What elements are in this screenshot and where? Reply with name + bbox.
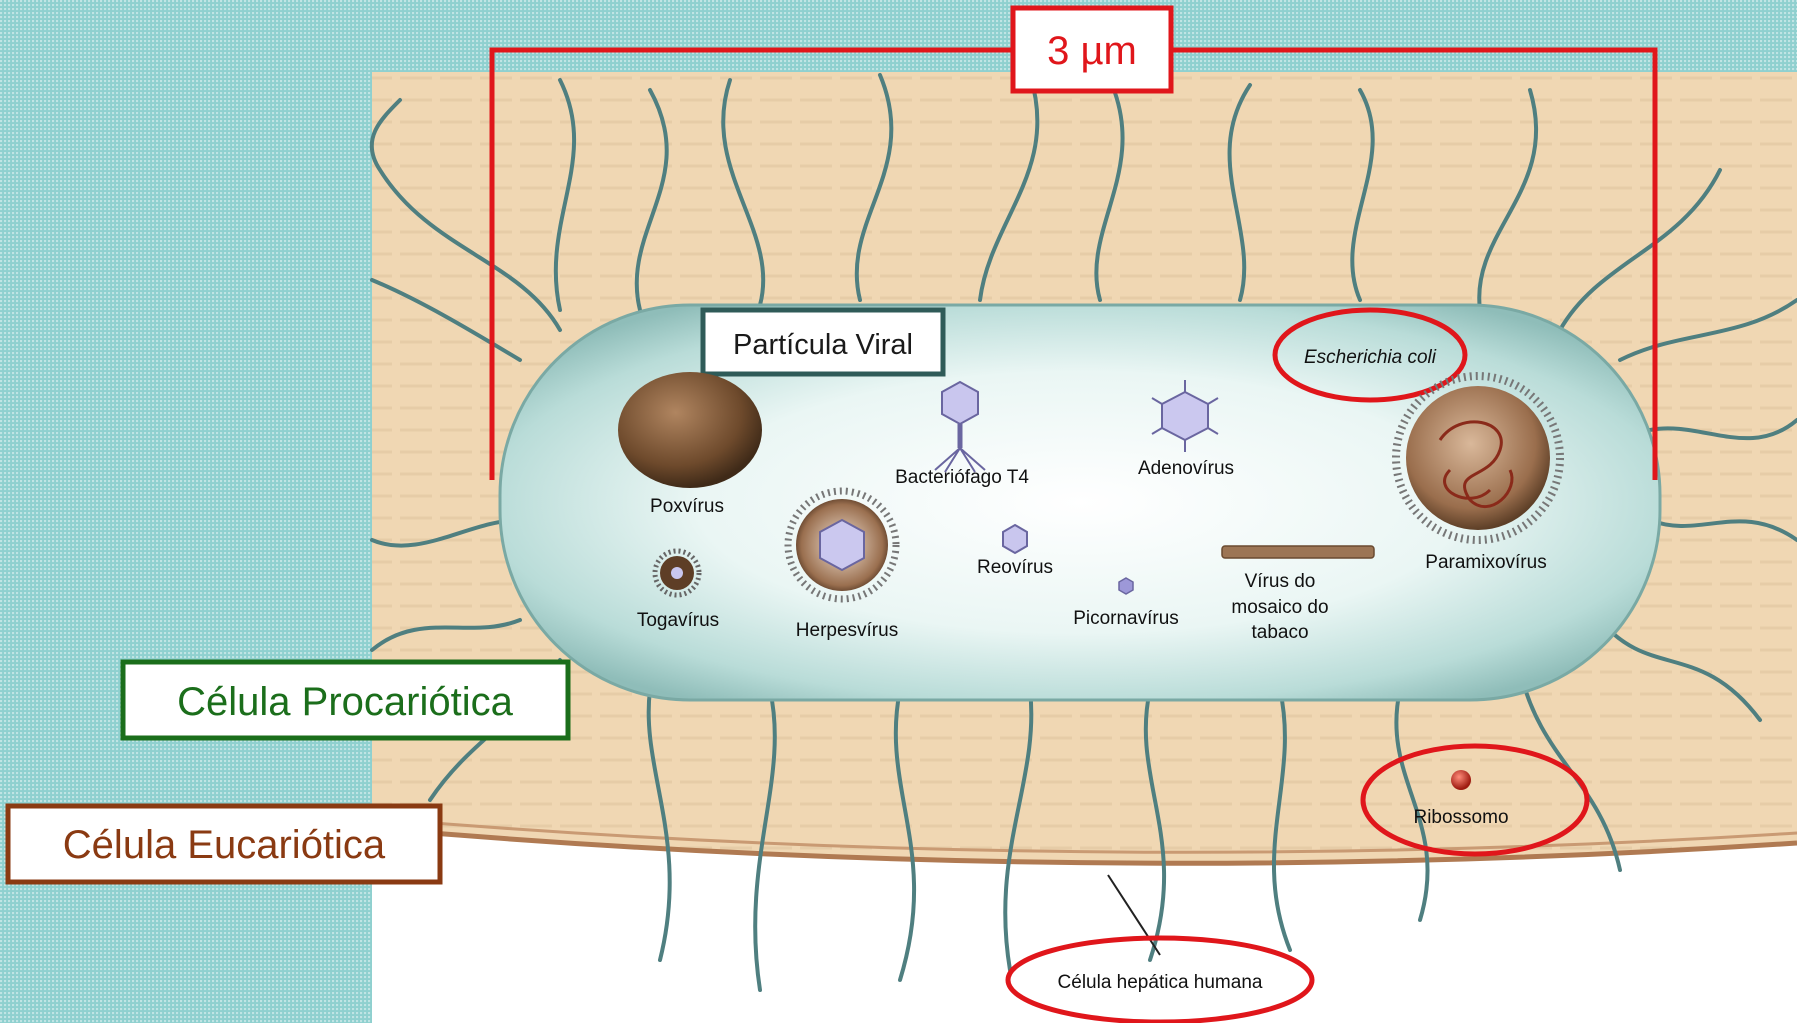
bacteriophage-label: Bacteriófago T4 bbox=[895, 467, 1029, 488]
togavirus-label: Togavírus bbox=[637, 610, 719, 631]
prokaryotic-cell-label-box: Célula Procariótica bbox=[123, 662, 568, 738]
eukaryotic-cell-label-box: Célula Eucariótica bbox=[8, 806, 440, 882]
adenovirus-label: Adenovírus bbox=[1138, 458, 1234, 479]
liver-cell-label: Célula hepática humana bbox=[1058, 972, 1263, 993]
poxvirus-label: Poxvírus bbox=[650, 496, 724, 517]
viral-particle-label: Partícula Viral bbox=[733, 329, 913, 361]
scale-bar-label: 3 µm bbox=[1047, 29, 1137, 73]
tmv-label-1: Vírus do bbox=[1245, 571, 1316, 592]
tmv-label-3: tabaco bbox=[1251, 622, 1308, 643]
escherichia-label: Escherichia coli bbox=[1304, 347, 1437, 368]
prokaryotic-cell-label: Célula Procariótica bbox=[177, 680, 513, 724]
viral-particle-box: Partícula Viral bbox=[703, 310, 943, 374]
picornavirus-label: Picornavírus bbox=[1073, 608, 1179, 629]
paramyxovirus-label: Paramixovírus bbox=[1425, 552, 1546, 573]
reovirus-label: Reovírus bbox=[977, 557, 1053, 578]
ribosome-label: Ribossomo bbox=[1413, 807, 1508, 828]
tmv-label-2: mosaico do bbox=[1231, 597, 1328, 618]
ribosome-dot bbox=[1451, 770, 1471, 790]
herpesvirus-label: Herpesvírus bbox=[796, 620, 898, 641]
eukaryotic-cell-label: Célula Eucariótica bbox=[63, 823, 386, 867]
